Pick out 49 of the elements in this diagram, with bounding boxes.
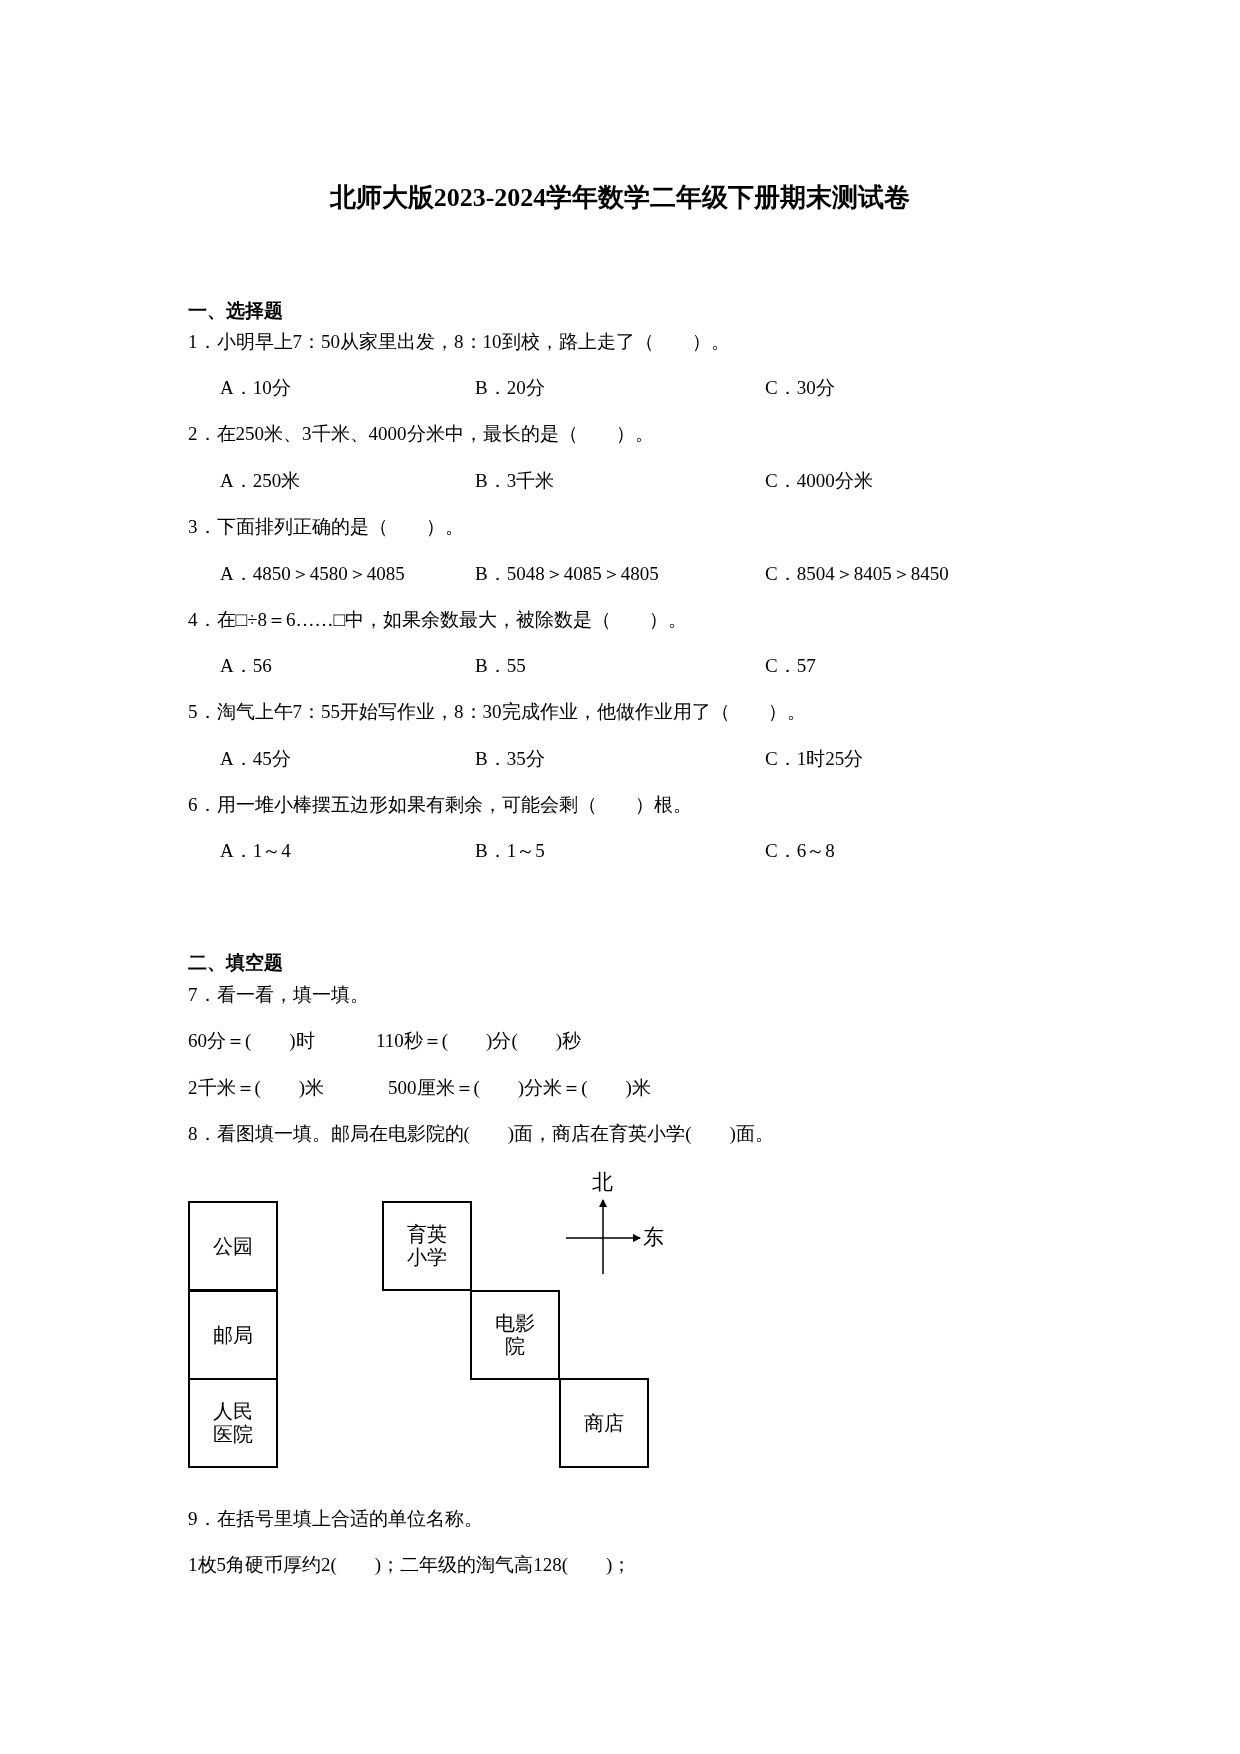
answer-option: B．55 — [475, 654, 526, 678]
question-text: 1．小明早上7：50从家里出发，8：10到校，路上走了（ ）。 — [188, 330, 730, 354]
answer-option: C．4000分米 — [765, 469, 873, 493]
question-text: 3．下面排列正确的是（ ）。 — [188, 515, 464, 539]
place-name: 电影院 — [494, 1312, 536, 1358]
page-title: 北师大版2023-2024学年数学二年级下册期末测试卷 — [328, 182, 912, 214]
question-text: 7．看一看，填一填。 — [188, 983, 369, 1007]
answer-option: A．4850＞4580＞4085 — [220, 562, 405, 586]
answer-option: A．10分 — [220, 376, 291, 400]
answer-option: C．1时25分 — [765, 747, 864, 771]
direction-label: 北 — [592, 1170, 613, 1194]
place-box — [188, 1378, 278, 1468]
fill-in-text: 1枚5角硬币厚约2( )；二年级的淘气高128( )； — [188, 1553, 632, 1577]
direction-label: 东 — [643, 1225, 664, 1249]
place-name: 公园 — [212, 1234, 254, 1258]
answer-option: C．8504＞8405＞8450 — [765, 562, 949, 586]
section-heading: 二、填空题 — [188, 951, 283, 975]
place-name: 人民医院 — [212, 1400, 254, 1446]
question-text: 2．在250米、3千米、4000分米中，最长的是（ ）。 — [188, 422, 654, 446]
answer-option: C．57 — [765, 654, 816, 678]
answer-option: A．45分 — [220, 747, 291, 771]
answer-option: A．1～4 — [220, 839, 291, 863]
fill-in-text: 60分＝( )时 — [188, 1029, 315, 1053]
fill-in-text: 2千米＝( )米 — [188, 1076, 325, 1100]
answer-option: B．35分 — [475, 747, 545, 771]
answer-option: B．3千米 — [475, 469, 555, 493]
answer-option: A．56 — [220, 654, 272, 678]
place-box — [559, 1378, 649, 1468]
question-text: 9．在括号里填上合适的单位名称。 — [188, 1507, 483, 1531]
section-heading: 一、选择题 — [188, 299, 283, 323]
answer-option: B．1～5 — [475, 839, 545, 863]
place-box — [188, 1290, 278, 1380]
place-name: 育英小学 — [406, 1223, 448, 1269]
question-text: 6．用一堆小棒摆五边形如果有剩余，可能会剩（ ）根。 — [188, 793, 692, 817]
question-text: 4．在□÷8＝6……□中，如果余数最大，被除数是（ ）。 — [188, 608, 687, 632]
place-box — [188, 1201, 278, 1291]
answer-option: A．250米 — [220, 469, 301, 493]
place-name: 邮局 — [212, 1323, 254, 1347]
question-text: 5．淘气上午7：55开始写作业，8：30完成作业，他做作业用了（ ）。 — [188, 700, 806, 724]
place-name: 商店 — [583, 1411, 625, 1435]
place-box — [382, 1201, 472, 1291]
answer-option: B．5048＞4085＞4805 — [475, 562, 659, 586]
answer-option: C．6～8 — [765, 839, 835, 863]
answer-option: C．30分 — [765, 376, 835, 400]
answer-option: B．20分 — [475, 376, 545, 400]
question-text: 8．看图填一填。邮局在电影院的( )面，商店在育英小学( )面。 — [188, 1122, 774, 1146]
fill-in-text: 500厘米＝( )分米＝( )米 — [388, 1076, 651, 1100]
place-box — [470, 1290, 560, 1380]
fill-in-text: 110秒＝( )分( )秒 — [376, 1029, 582, 1053]
